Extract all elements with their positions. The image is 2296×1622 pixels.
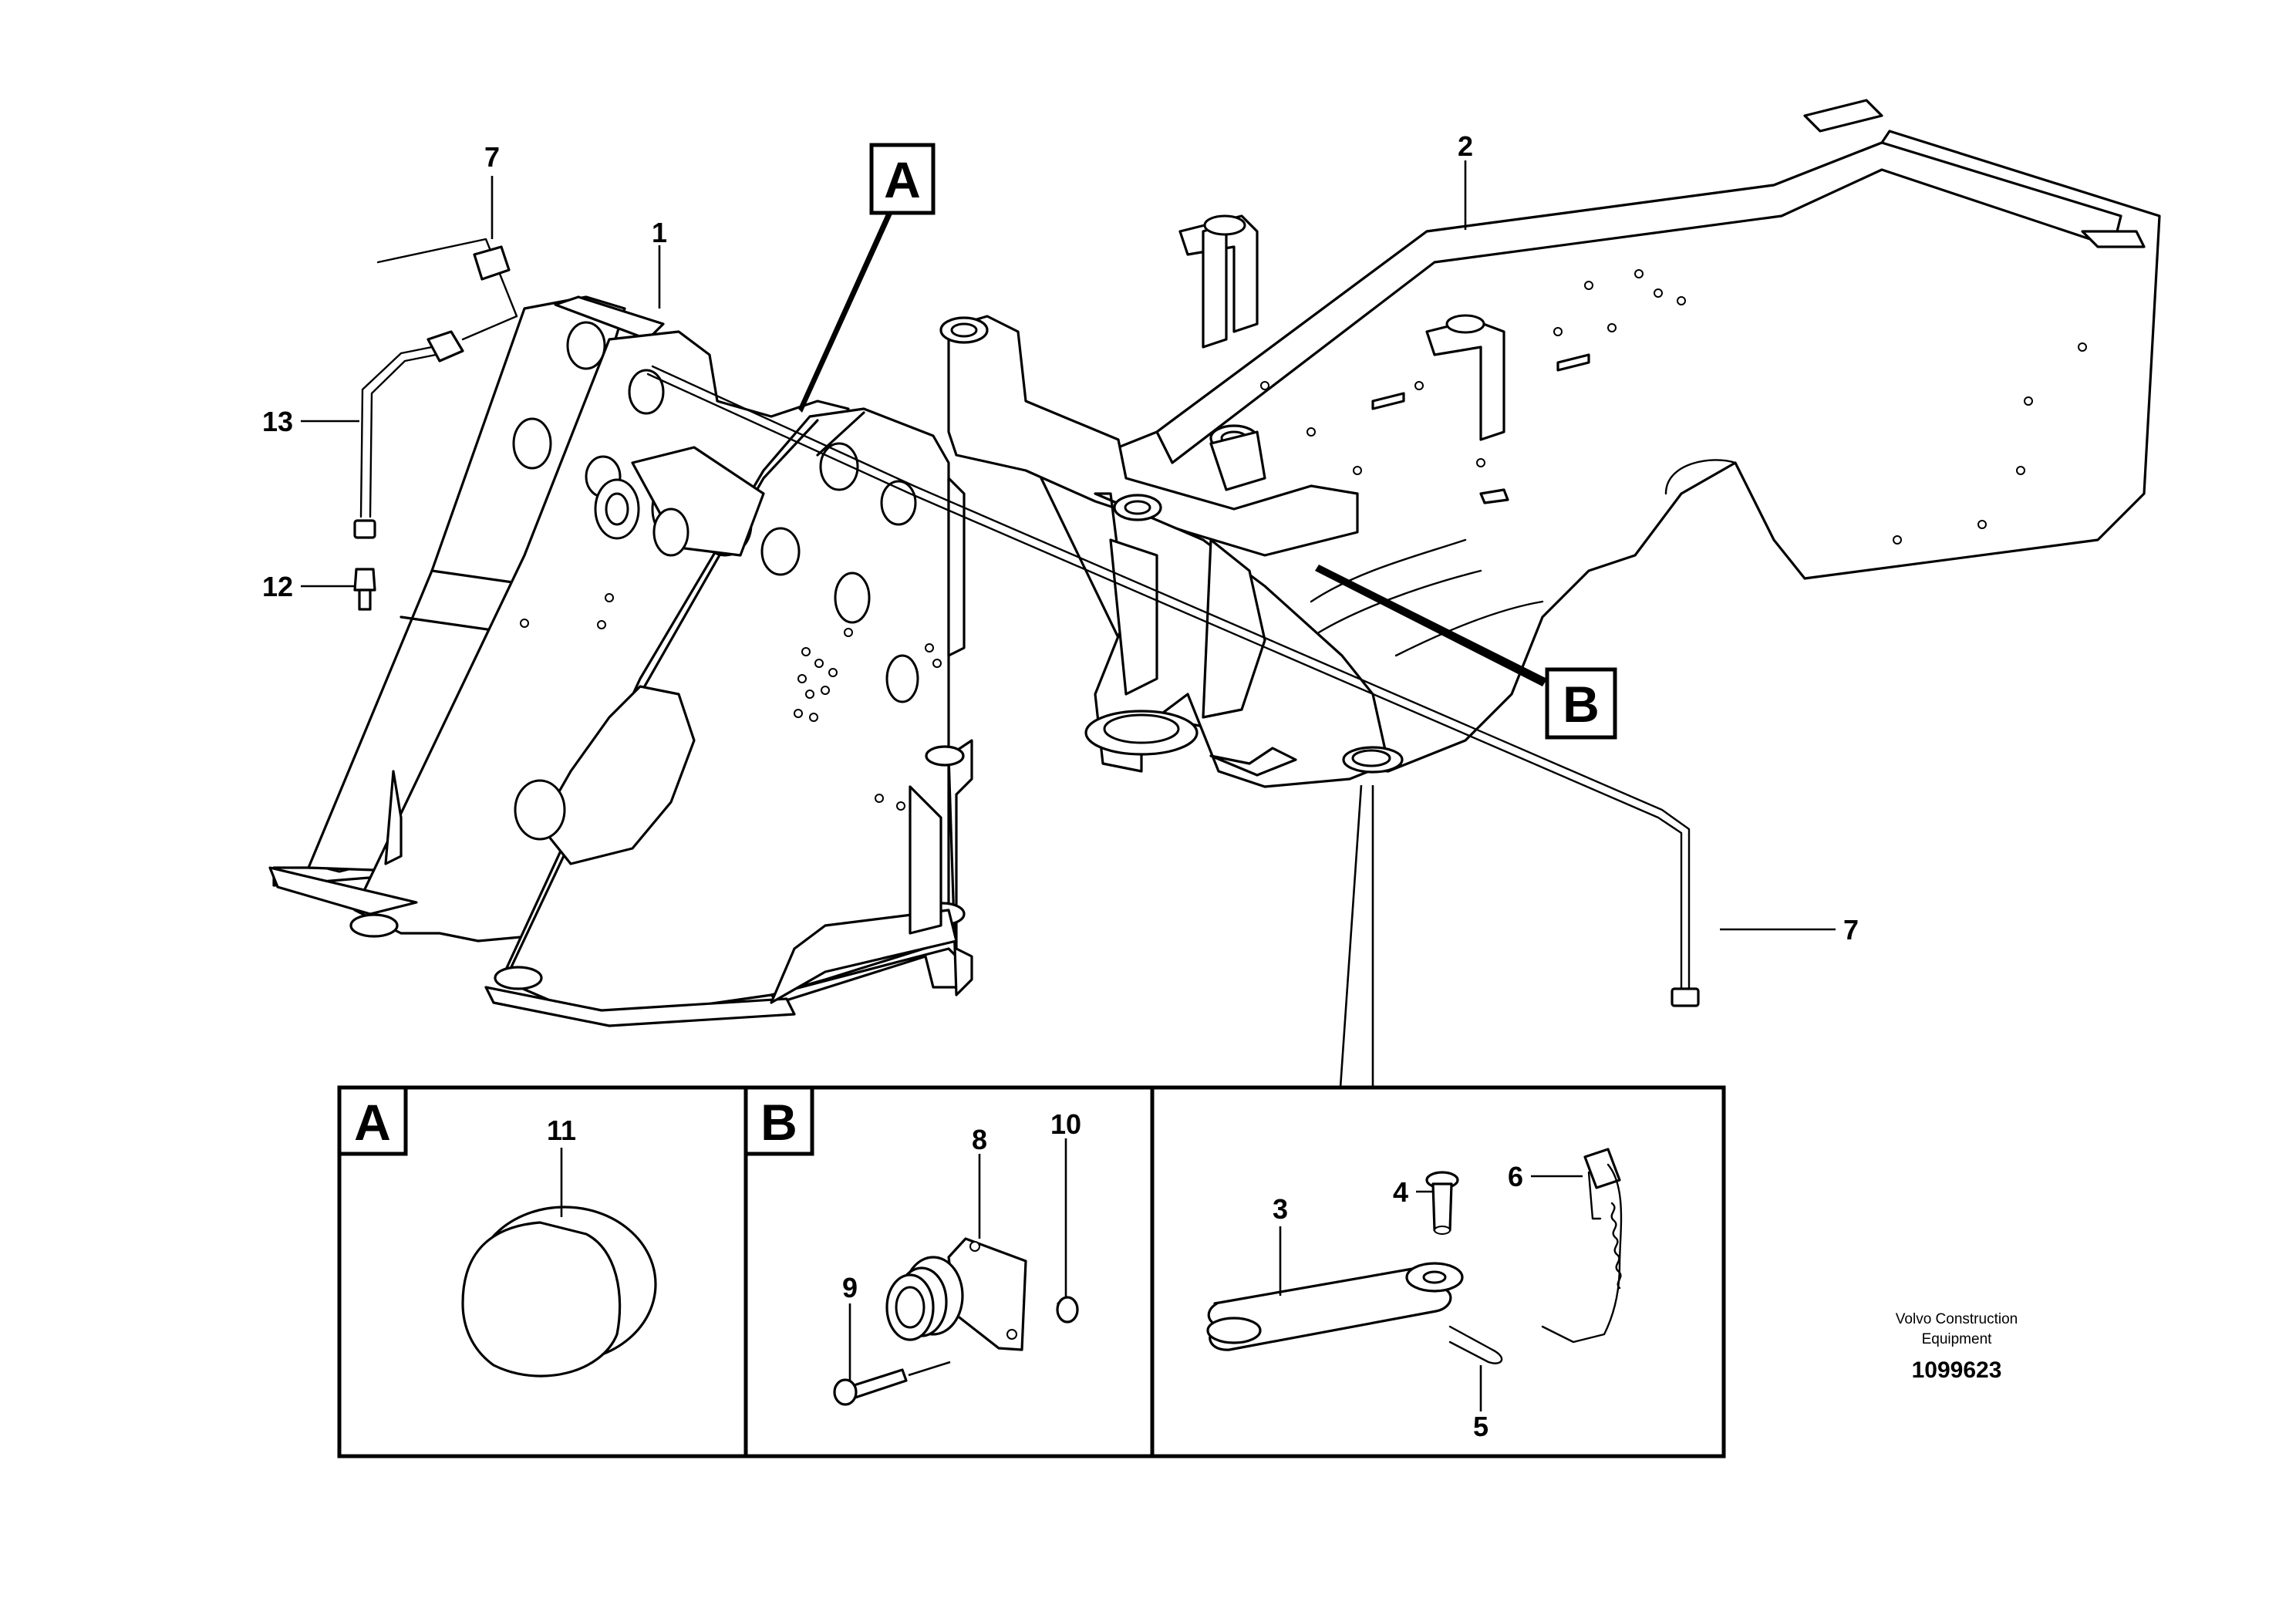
callouts-main: 1 2 7 7 13 12 [262,130,1859,1088]
credit-line-1: Volvo Construction [1896,1311,2018,1327]
callout-12: 12 [262,571,293,602]
front-frame [268,295,973,1027]
callout-11: 11 [547,1114,576,1146]
rear-frame [939,99,2161,788]
seal-parts-8-9-10: 8 9 10 [833,1108,1081,1406]
callout-4: 4 [1393,1176,1408,1208]
credit-block: Volvo Construction Equipment 1099623 [1896,1311,2018,1383]
detail-letter-b-main: B [1563,676,1600,733]
callout-13: 13 [262,406,293,437]
detail-panels: A B [337,1085,1726,1458]
hydraulic-pipe [353,238,1700,1007]
callout-7-right: 7 [1843,914,1859,946]
detail-letter-b-panel: B [760,1094,797,1151]
link-parts-3-4-5-6: 4 5 6 3 [1206,1148,1623,1442]
detail-marker-b: B [1315,565,1617,740]
callout-10: 10 [1050,1108,1081,1140]
callout-5: 5 [1473,1411,1489,1442]
detail-marker-a: A [798,143,936,413]
callout-8: 8 [972,1124,987,1155]
callout-3: 3 [1273,1193,1288,1225]
callout-7-top: 7 [484,141,500,173]
cap-part-11: 11 [461,1114,657,1378]
detail-letter-a-main: A [884,151,921,208]
reference-number: 1099623 [1912,1357,2002,1383]
detail-letter-a-panel: A [354,1094,391,1151]
callout-6: 6 [1508,1161,1523,1192]
callout-9: 9 [842,1272,858,1303]
credit-line-2: Equipment [1922,1331,1993,1347]
callout-1: 1 [652,217,667,248]
callout-2: 2 [1458,130,1473,162]
